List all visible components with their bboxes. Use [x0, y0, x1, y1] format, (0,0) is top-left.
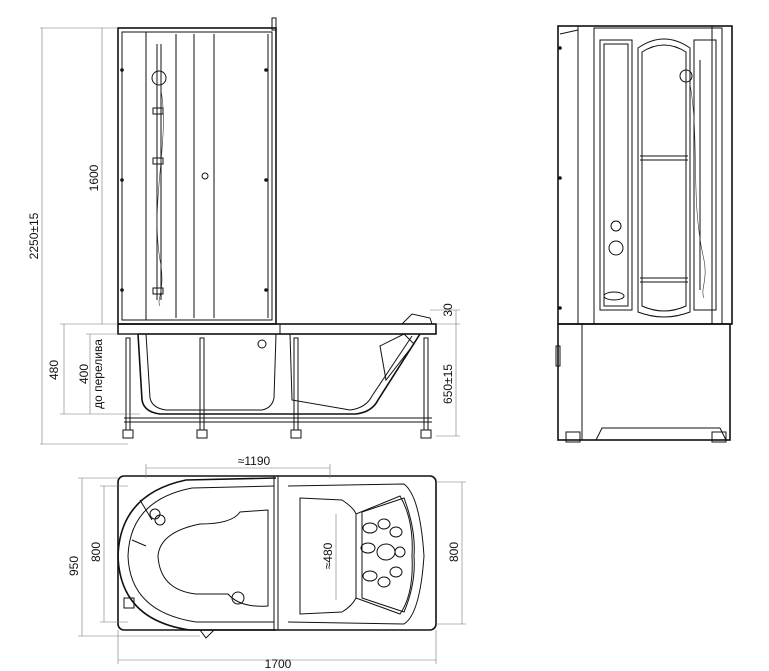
top-dimensions: ≈1190 1700 950 800 800 ≈480 — [67, 454, 466, 671]
dim-overflow-height: 400 — [77, 364, 91, 384]
dim-width-right: 800 — [447, 542, 461, 562]
dim-inner-length: ≈1190 — [238, 454, 271, 468]
dim-overflow-label: до перелива — [91, 339, 105, 409]
dim-total-length: 1700 — [265, 657, 292, 671]
dim-total-height: 2250±15 — [27, 212, 41, 259]
side-bath-block — [557, 323, 731, 441]
side-shower-head-icon — [679, 69, 693, 83]
side-cabin — [557, 25, 733, 325]
dim-width-inner: 800 — [89, 542, 103, 562]
dim-bath-height: 480 — [47, 360, 61, 380]
mixer-knob-icon — [610, 220, 622, 232]
door-handle-icon — [201, 172, 209, 180]
shower-head-icon — [151, 70, 167, 86]
cabin-frame — [117, 27, 277, 325]
top-view — [117, 475, 437, 639]
dim-upper-height: 1600 — [87, 164, 101, 191]
bath-rim — [117, 323, 437, 335]
bath-bowl — [137, 333, 421, 415]
headrest — [361, 497, 415, 613]
dim-rim: 30 — [441, 303, 455, 317]
front-dimensions: 2250±15 1600 480 400 до перелива 650±15 … — [27, 27, 460, 445]
mixer-dial-icon — [608, 240, 624, 256]
front-view — [117, 17, 437, 439]
side-view — [555, 25, 733, 443]
dim-width-outer: 950 — [67, 556, 81, 576]
dim-headrest-width: ≈480 — [321, 542, 335, 569]
dim-leg-height: 650±15 — [441, 364, 455, 404]
